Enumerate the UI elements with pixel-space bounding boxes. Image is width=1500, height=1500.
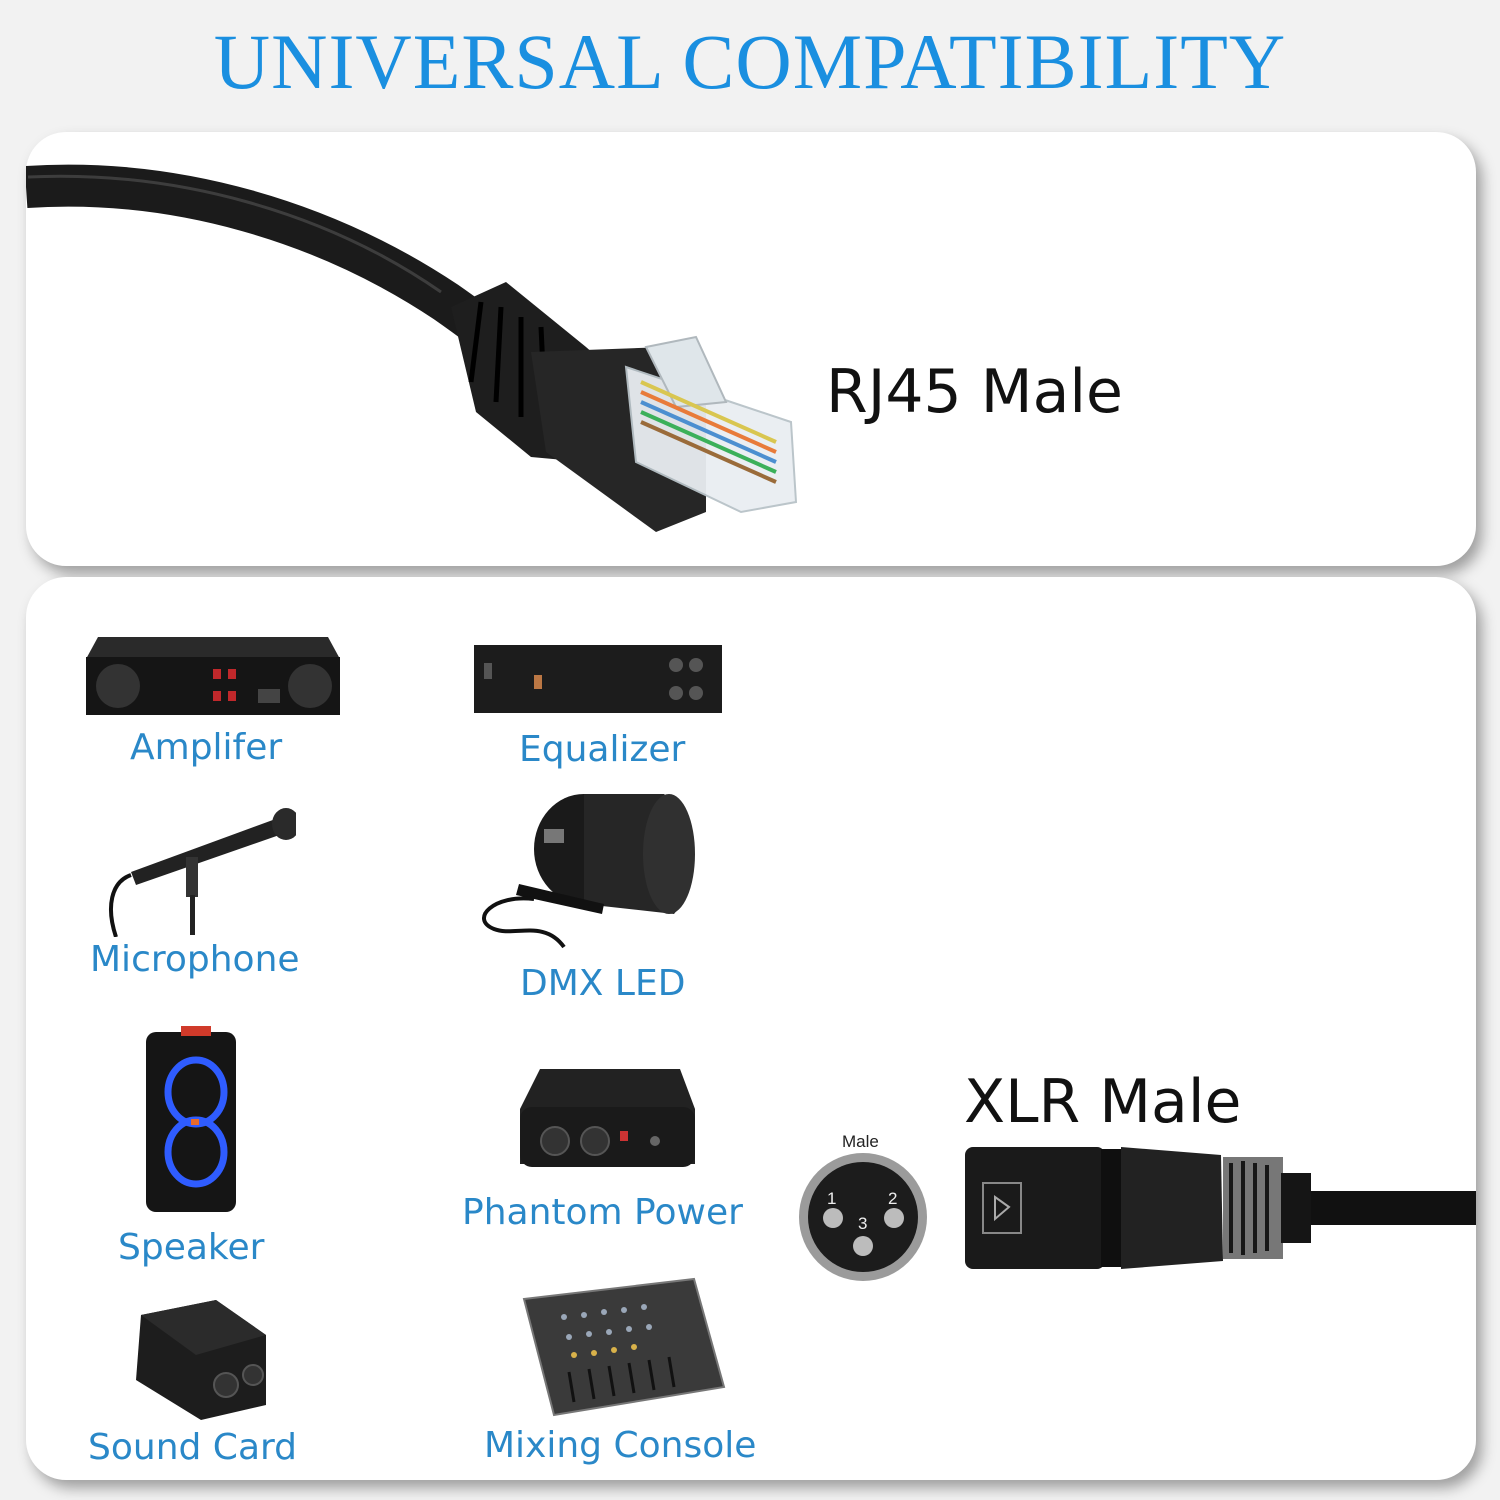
device-label-amplifier: Amplifer: [130, 727, 283, 768]
page-title: UNIVERSAL COMPATIBILITY: [213, 18, 1287, 105]
device-label-microphone: Microphone: [90, 939, 300, 980]
rj45-card: RJ45 Male: [26, 132, 1476, 566]
speaker-image: [146, 1026, 236, 1212]
xlr-connector-image: [965, 1147, 1476, 1269]
amplifier-image: [86, 637, 340, 715]
rj45-cable-image: [26, 164, 798, 532]
device-label-equalizer: Equalizer: [519, 729, 686, 770]
xlr-pinout-diagram: [799, 1153, 927, 1281]
device-label-speaker: Speaker: [118, 1227, 265, 1268]
phantom-power-image: [520, 1069, 695, 1167]
xlr-label: XLR Male: [964, 1067, 1242, 1137]
device-label-sound-card: Sound Card: [88, 1427, 298, 1468]
mixing-console-image: [522, 1277, 726, 1417]
device-label-mixing-console: Mixing Console: [484, 1425, 757, 1466]
sound-card-image: [136, 1300, 266, 1420]
rj45-label: RJ45 Male: [826, 357, 1123, 427]
xlr-pin-2: 2: [888, 1189, 898, 1208]
microphone-image: [109, 808, 296, 937]
equalizer-image: [474, 645, 722, 713]
xlr-pin-1: 1: [827, 1189, 837, 1208]
xlr-pin-3: 3: [858, 1214, 868, 1233]
xlr-pinout-caption: Male: [842, 1132, 879, 1151]
dmx-led-image: [482, 794, 695, 949]
devices-card: Amplifer Equalizer Microphone DMX LED Sp…: [26, 577, 1476, 1480]
device-label-dmx-led: DMX LED: [520, 963, 686, 1004]
device-label-phantom-power: Phantom Power: [462, 1192, 743, 1233]
